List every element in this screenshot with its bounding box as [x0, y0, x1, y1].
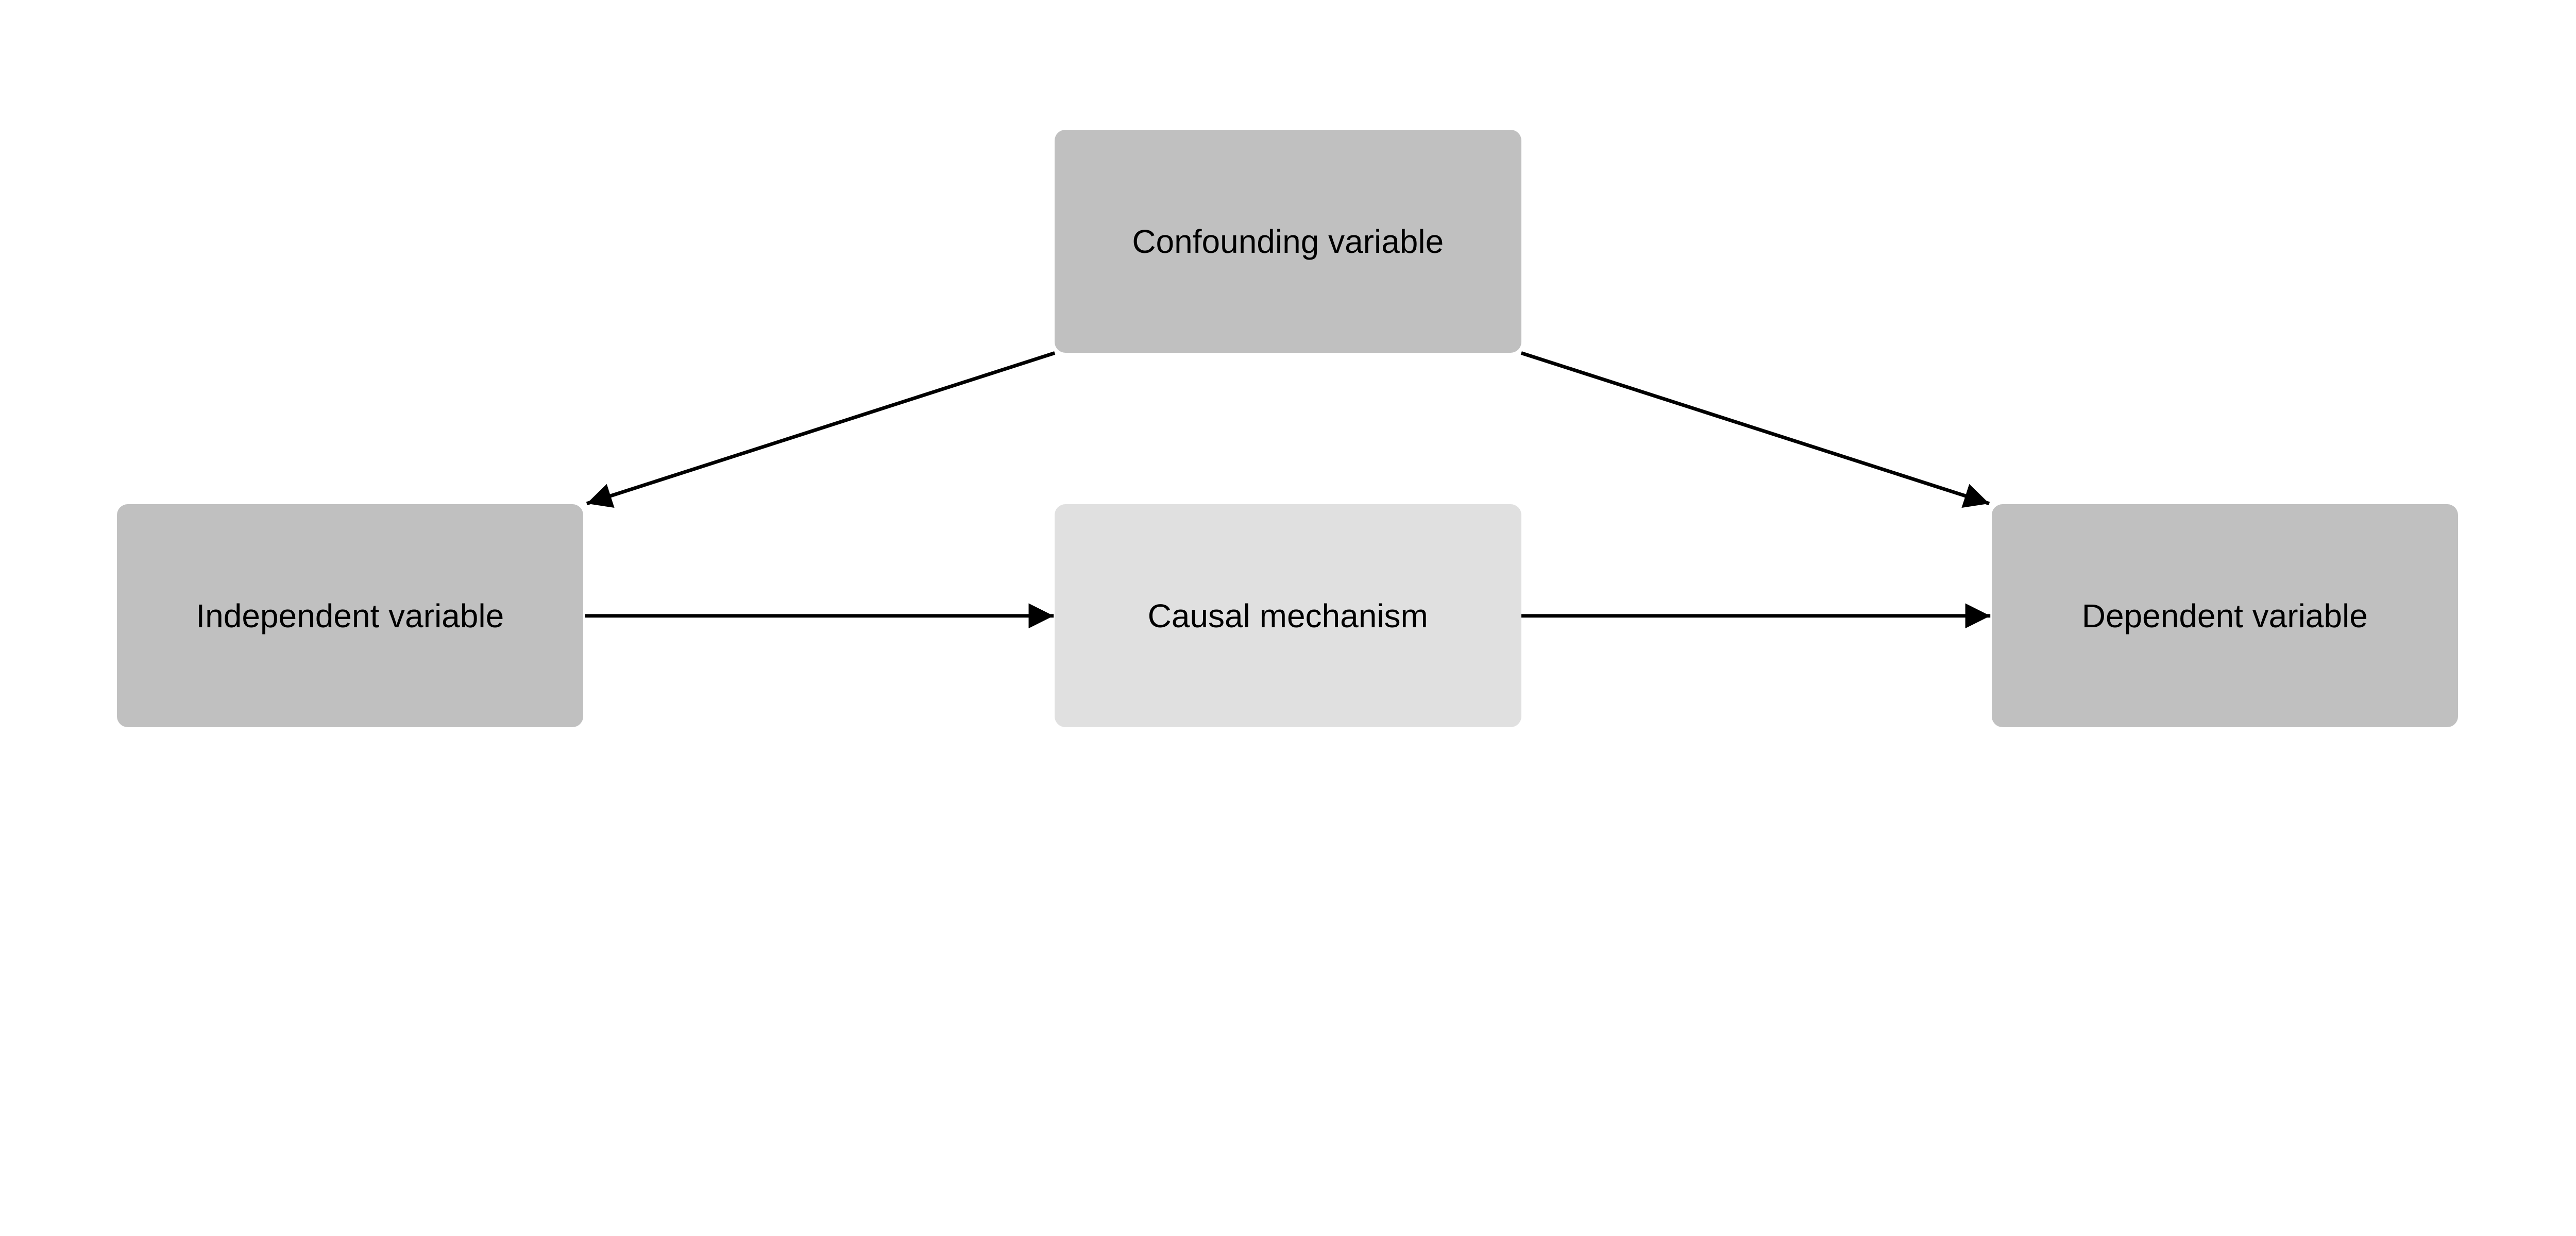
node-label: Independent variable	[196, 597, 504, 634]
node-causal-mechanism: Causal mechanism	[1055, 504, 1521, 728]
node-independent-variable: Independent variable	[116, 504, 583, 728]
edge-confounding-to-dependent	[1520, 351, 1990, 508]
node-label: Causal mechanism	[1147, 597, 1428, 634]
edges-layer	[585, 351, 1991, 629]
node-label: Confounding variable	[1132, 222, 1444, 260]
edge-confounding-to-independent	[586, 351, 1056, 508]
node-dependent-variable: Dependent variable	[1991, 504, 2458, 728]
node-label: Dependent variable	[2081, 597, 2368, 634]
node-confounding-variable: Confounding variable	[1055, 130, 1521, 353]
